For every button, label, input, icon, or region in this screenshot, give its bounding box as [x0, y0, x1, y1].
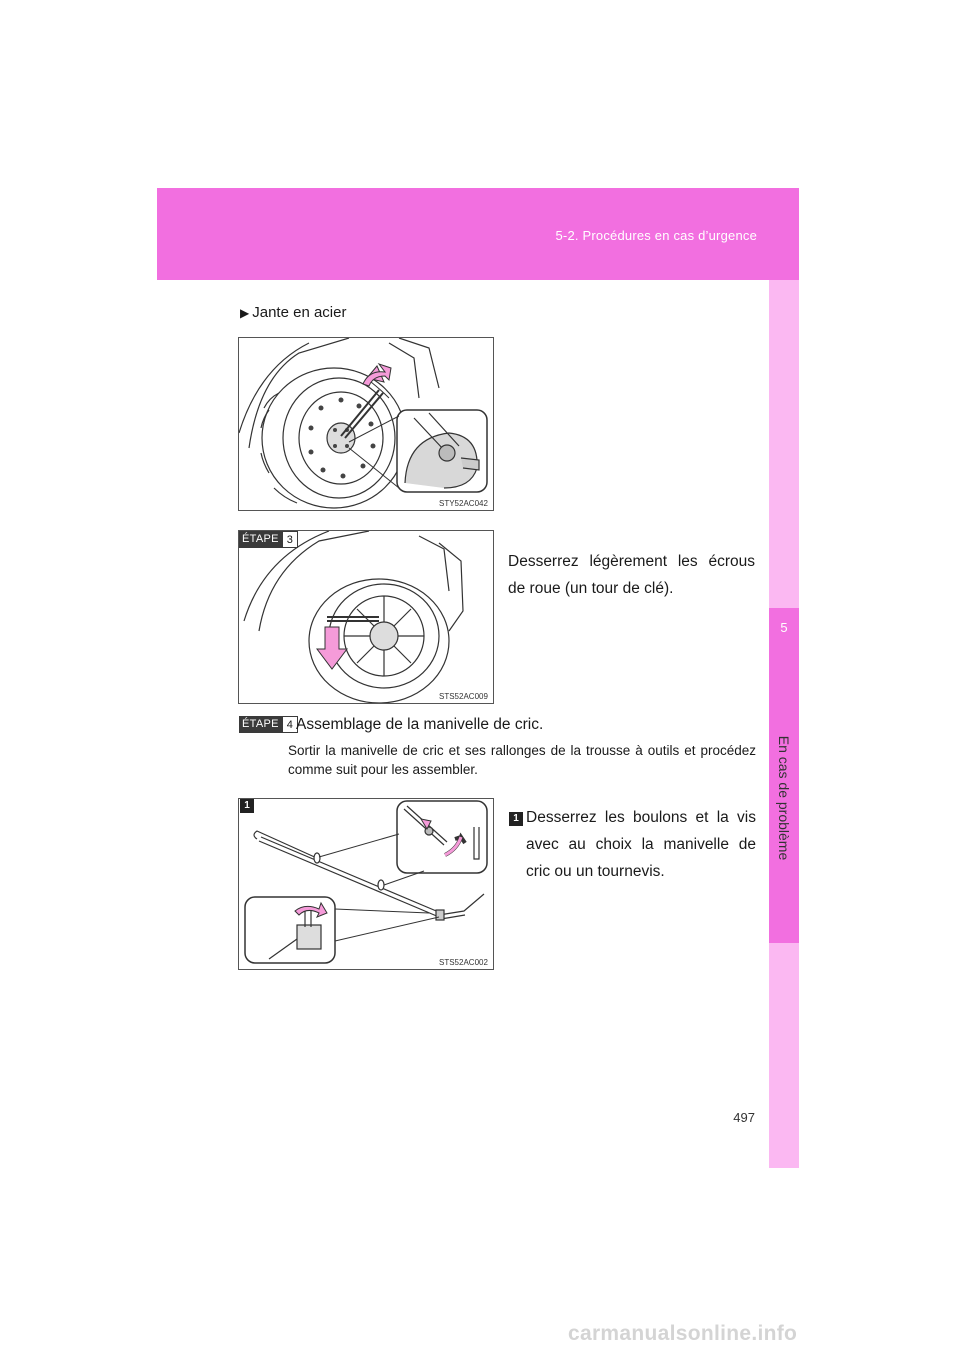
figure-badge-1: 1: [240, 799, 254, 813]
bullet-triangle-icon: ▶: [240, 306, 250, 320]
steel-wheel-illustration: STY52AC042: [239, 338, 488, 509]
section-title: 5-2. Procédures en cas d’urgence: [555, 228, 757, 243]
chapter-side-tab: 5 En cas de problème: [769, 280, 799, 1168]
step4-description: Sortir la manivelle de cric et ses rallo…: [288, 743, 756, 777]
header-band: 5-2. Procédures en cas d’urgence: [157, 188, 799, 280]
step3-badge-word: ÉTAPE: [239, 531, 282, 548]
figure-step3-wheel: STS52AC009: [238, 530, 494, 704]
figure-code-3: STS52AC002: [439, 958, 488, 967]
step4-title: Assemblage de la manivelle de cric.: [296, 716, 544, 733]
footer-watermark: carmanualsonline.info: [568, 1322, 798, 1345]
substep1-badge: 1: [509, 812, 523, 826]
chapter-number: 5: [780, 620, 788, 635]
loosen-nuts-illustration: STS52AC009: [243, 531, 488, 703]
step3-badge-number: 3: [281, 531, 298, 548]
figure-code-1: STY52AC042: [439, 499, 488, 508]
figure-jack-handle: STS52AC002: [238, 798, 494, 970]
substep1-text: Desserrez les boulons et la vis avec au …: [526, 809, 756, 880]
jack-handle-illustration: STS52AC002: [244, 800, 488, 967]
figure-code-2: STS52AC009: [439, 692, 488, 701]
figure-steel-wheel: STY52AC042: [238, 337, 494, 511]
page-number: 497: [733, 1110, 755, 1125]
step3-text: Desserrez légèrement les écrous de roue …: [508, 553, 755, 597]
chapter-tab-active[interactable]: 5 En cas de problème: [769, 608, 799, 943]
chapter-title: En cas de problème: [776, 735, 792, 861]
step4-badge-number: 4: [281, 716, 298, 733]
steel-wheel-heading-text: Jante en acier: [252, 304, 347, 321]
steel-wheel-heading: ▶Jante en acier: [240, 304, 346, 321]
step4-badge-word: ÉTAPE: [239, 716, 282, 733]
